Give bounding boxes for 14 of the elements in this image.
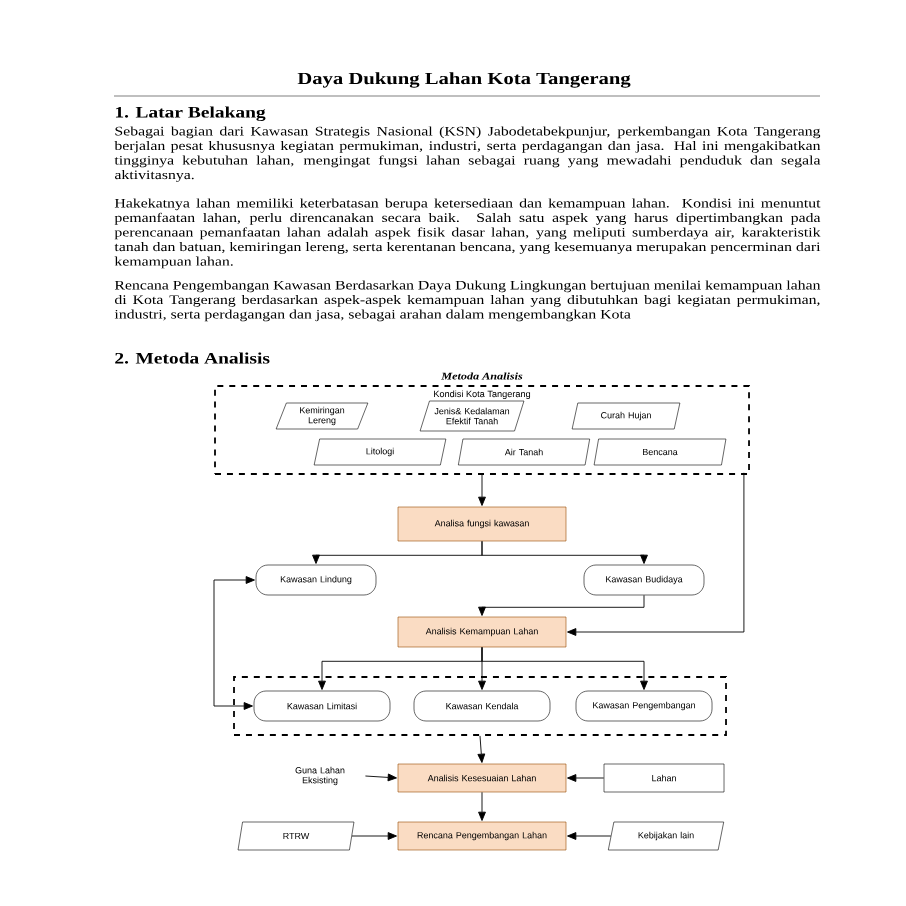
arrow <box>567 832 612 840</box>
arrow <box>364 773 397 782</box>
dashed-group-box <box>233 676 727 736</box>
arrow <box>478 474 486 506</box>
arrow <box>478 791 486 821</box>
arrow <box>351 832 397 840</box>
arrow <box>477 735 486 763</box>
arrow <box>213 576 255 710</box>
arrow <box>481 646 648 690</box>
arrow <box>567 472 745 636</box>
title: Daya Dukung Lahan Kota Tangerang <box>297 72 631 88</box>
arrow <box>478 594 645 616</box>
arrow <box>567 774 605 782</box>
arrow <box>481 540 648 564</box>
